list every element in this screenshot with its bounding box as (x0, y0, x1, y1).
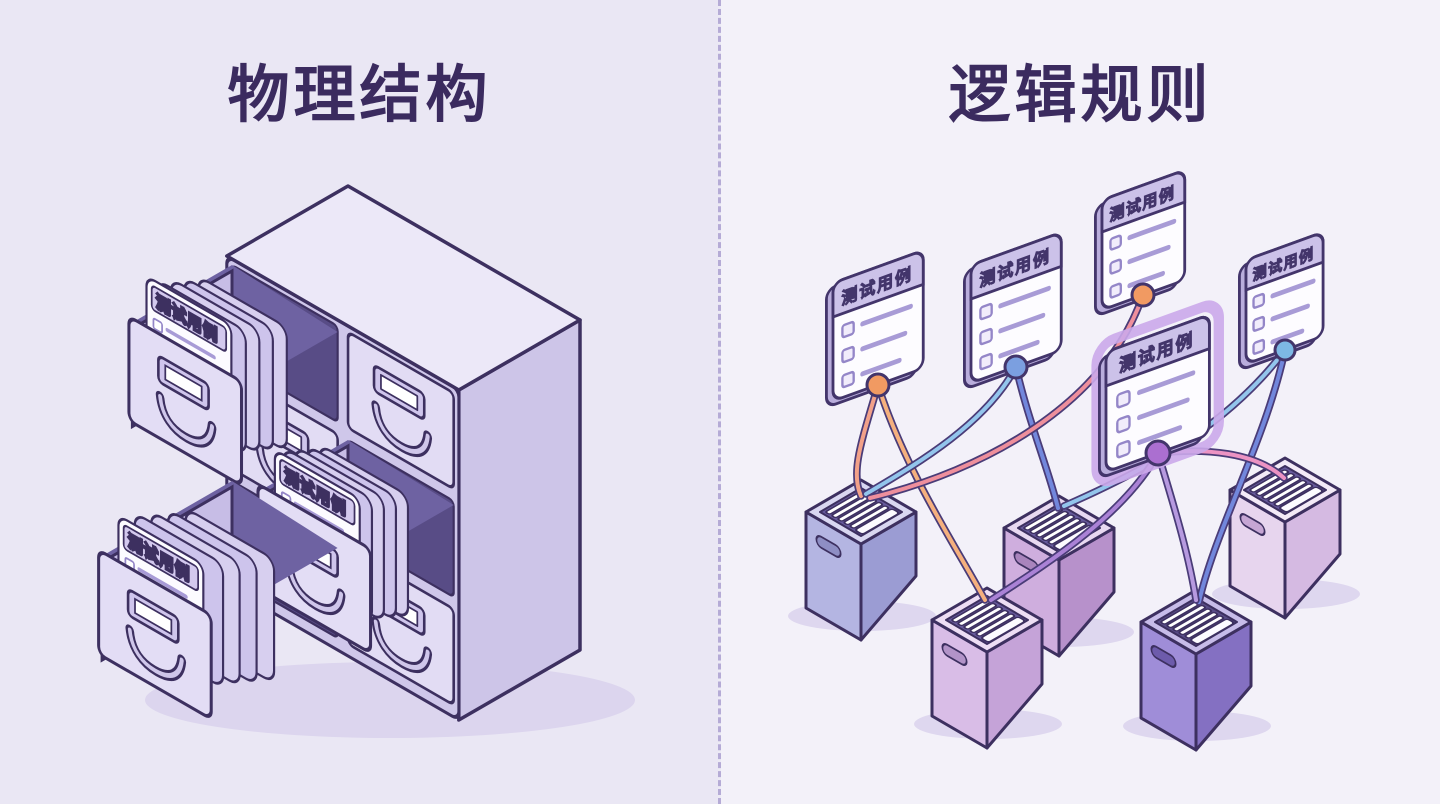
storage-box-4 (930, 586, 1044, 750)
box-folders (1023, 507, 1098, 551)
list-line (1127, 244, 1171, 265)
list-line (1270, 278, 1316, 299)
card-header (1244, 233, 1325, 293)
box-handle-slot (815, 534, 842, 559)
card-checklist (979, 285, 1051, 371)
folder-label-band (122, 524, 200, 592)
box-folders (951, 599, 1026, 643)
card-2: 测试用例 (963, 233, 1063, 389)
drawer-front-panel (97, 551, 213, 718)
list-line (1137, 397, 1190, 421)
open-drawer-1: 测试用例 (127, 265, 338, 485)
panel-divider (718, 0, 721, 804)
folder-label-band (150, 285, 228, 352)
box-folders (825, 491, 900, 535)
card-5-dot (1144, 439, 1172, 467)
box-handle-slot (1239, 512, 1266, 537)
card-header (831, 251, 925, 320)
list-line (1270, 303, 1310, 322)
card-5-highlighted: 测试用例 (1091, 300, 1224, 487)
connection-card2-box2 (1012, 363, 1062, 512)
checkbox (152, 317, 163, 334)
logical-rules-scene: 测试用例 测试用例 (788, 171, 1360, 752)
open-drawer-3: 测试用例 (97, 481, 338, 718)
label-plate-card (164, 364, 203, 402)
checkbox (979, 327, 993, 346)
checkbox (841, 320, 855, 339)
list-line (998, 285, 1051, 309)
connection-card5-box4 (987, 449, 1162, 604)
list-line (1127, 218, 1177, 241)
checkbox (1109, 282, 1122, 299)
card-header (969, 233, 1063, 302)
box-folders (1249, 469, 1324, 513)
checkbox (979, 352, 993, 371)
checkbox (841, 370, 855, 389)
card-checklist (841, 303, 913, 389)
card-4-dot (1273, 338, 1297, 362)
connection-card5-box5 (1154, 449, 1200, 604)
box-handle-slot (941, 642, 968, 667)
checkbox (1116, 390, 1131, 409)
connection-card2-box1 (862, 363, 1020, 498)
checkbox (1109, 234, 1122, 251)
checkbox (1252, 338, 1266, 355)
list-line (860, 357, 902, 377)
box-folders (1160, 601, 1235, 645)
checkbox (1116, 415, 1131, 434)
card-header (1100, 171, 1187, 235)
list-line (165, 327, 216, 360)
checkbox (1116, 440, 1131, 459)
connector-dots (865, 282, 1297, 467)
list-line (1137, 425, 1183, 446)
closed-drawer-top-right (346, 332, 455, 489)
card-1-dot (865, 372, 891, 398)
connection-card1-box4 (874, 381, 989, 604)
checkbox (1109, 258, 1122, 275)
checkbox (1252, 315, 1266, 332)
label-plate-card (380, 373, 419, 412)
list-line (860, 303, 913, 327)
storage-box-2 (1002, 494, 1116, 658)
checkbox (1252, 292, 1266, 309)
list-line (860, 330, 908, 352)
list-line (1137, 370, 1196, 396)
box-handle-slot (1150, 644, 1177, 669)
storage-box-5 (1139, 588, 1253, 752)
checkbox (841, 345, 855, 364)
left-panel-title: 物理结构 (227, 61, 492, 130)
card-3-dot (1130, 282, 1156, 308)
card-checklist (1116, 370, 1196, 459)
card-header (1104, 315, 1211, 389)
connection-card1-box1 (853, 381, 882, 500)
cabinet-top-face (225, 184, 582, 392)
drawer-front-panel (127, 317, 244, 485)
filing-cabinet-scene: 测试用例 (97, 184, 635, 738)
card-2-dot (1003, 354, 1029, 380)
label-plate-card (134, 597, 173, 636)
list-line (1127, 270, 1165, 289)
card-checklist (1109, 218, 1177, 299)
list-line (998, 312, 1046, 334)
connection-card4-box5 (1195, 346, 1289, 606)
right-panel-title: 逻辑规则 (948, 61, 1213, 130)
list-line (137, 567, 188, 599)
checkbox (979, 302, 993, 321)
folder-label-band (279, 459, 356, 526)
list-line (998, 339, 1040, 359)
